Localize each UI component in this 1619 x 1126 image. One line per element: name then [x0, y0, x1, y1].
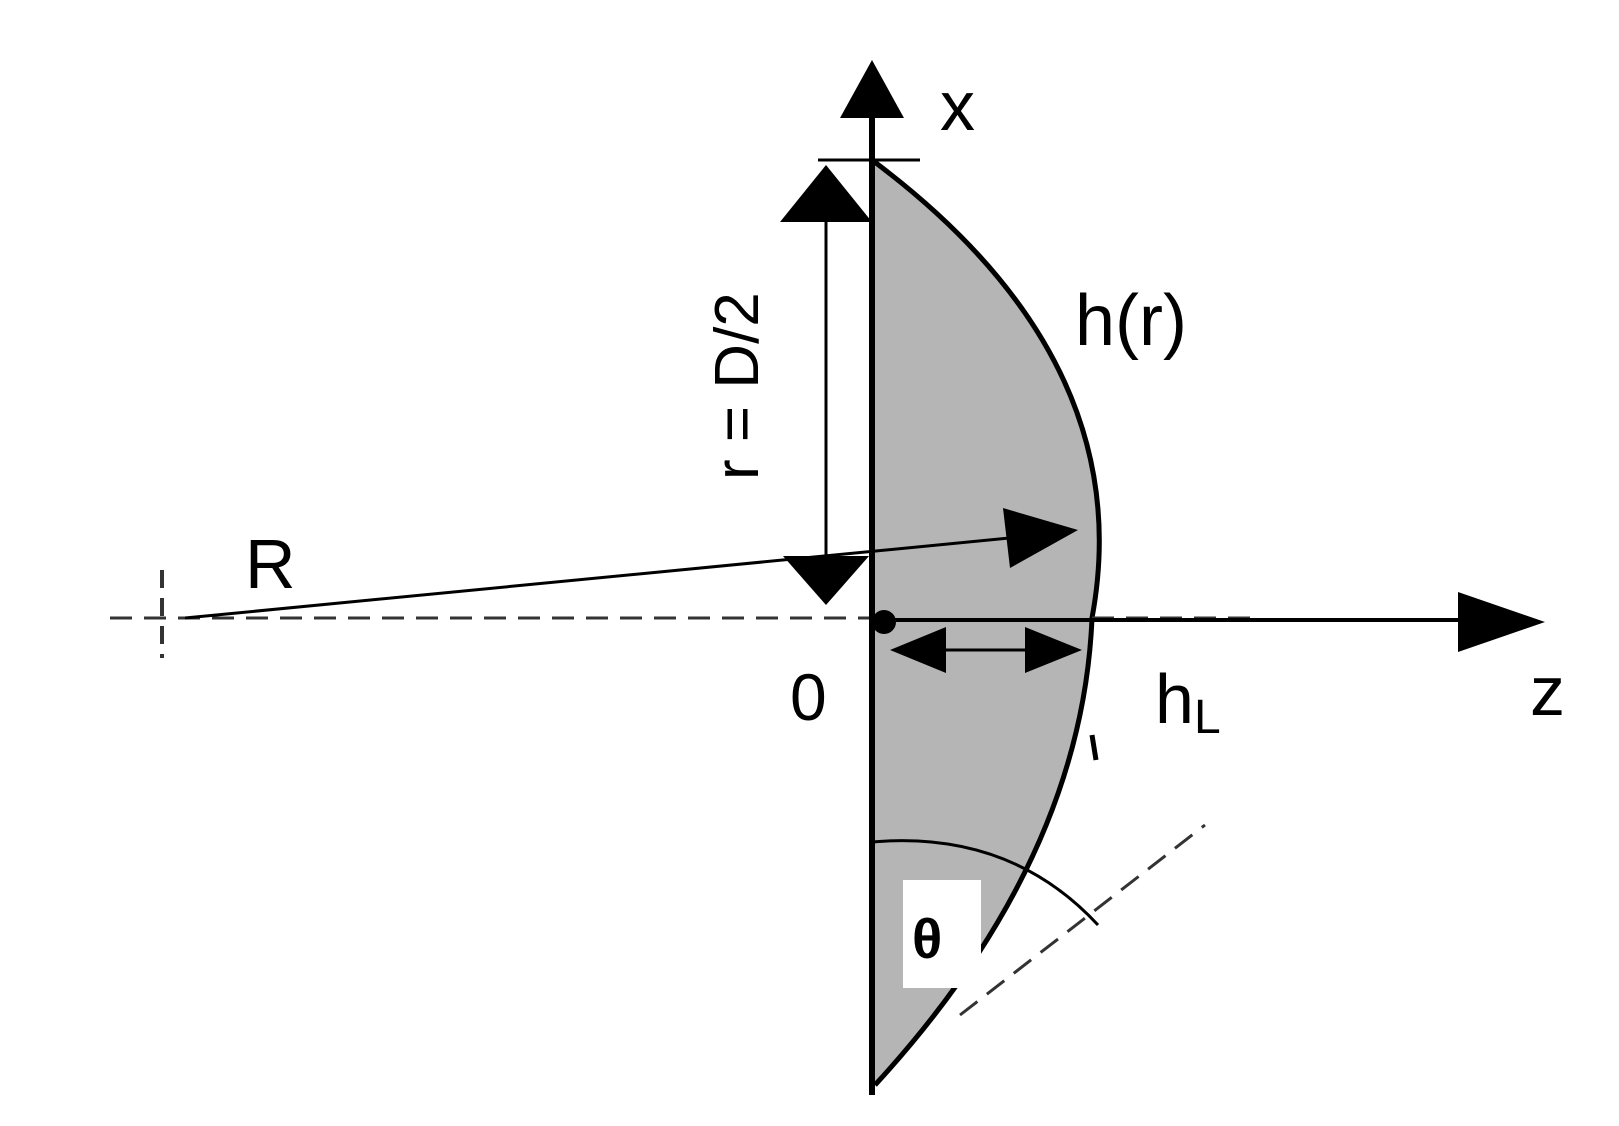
thickness-arrowhead-left: [890, 627, 946, 673]
radius-line: [184, 535, 1021, 620]
origin-label: 0: [790, 660, 827, 734]
tangent-dashed-line: [959, 823, 1206, 1017]
radius-label: R: [245, 525, 296, 603]
thickness-arrowhead-right: [1025, 627, 1082, 673]
angle-arc: [871, 839, 1100, 927]
lens-body: [872, 160, 1100, 1085]
z-axis-arrowhead: [1458, 592, 1545, 652]
thickness-label: hL: [1155, 660, 1221, 744]
x-axis-arrowhead: [840, 60, 904, 118]
x-axis-label: x: [940, 67, 975, 145]
angle-label: θ: [912, 907, 942, 970]
angle-label-box: [903, 880, 981, 988]
thickness-label-sub: L: [1194, 691, 1221, 744]
z-axis-label: z: [1530, 652, 1565, 730]
aperture-label: r = D/2: [703, 292, 772, 480]
origin-dot: [872, 610, 896, 634]
aperture-arrowhead-bottom: [783, 556, 869, 605]
thickness-label-main: h: [1155, 660, 1194, 738]
aperture-arrowhead-top: [780, 165, 872, 222]
radius-arrowhead: [1003, 508, 1078, 568]
surface-tick: [1089, 734, 1099, 761]
profile-label: h(r): [1075, 281, 1187, 361]
